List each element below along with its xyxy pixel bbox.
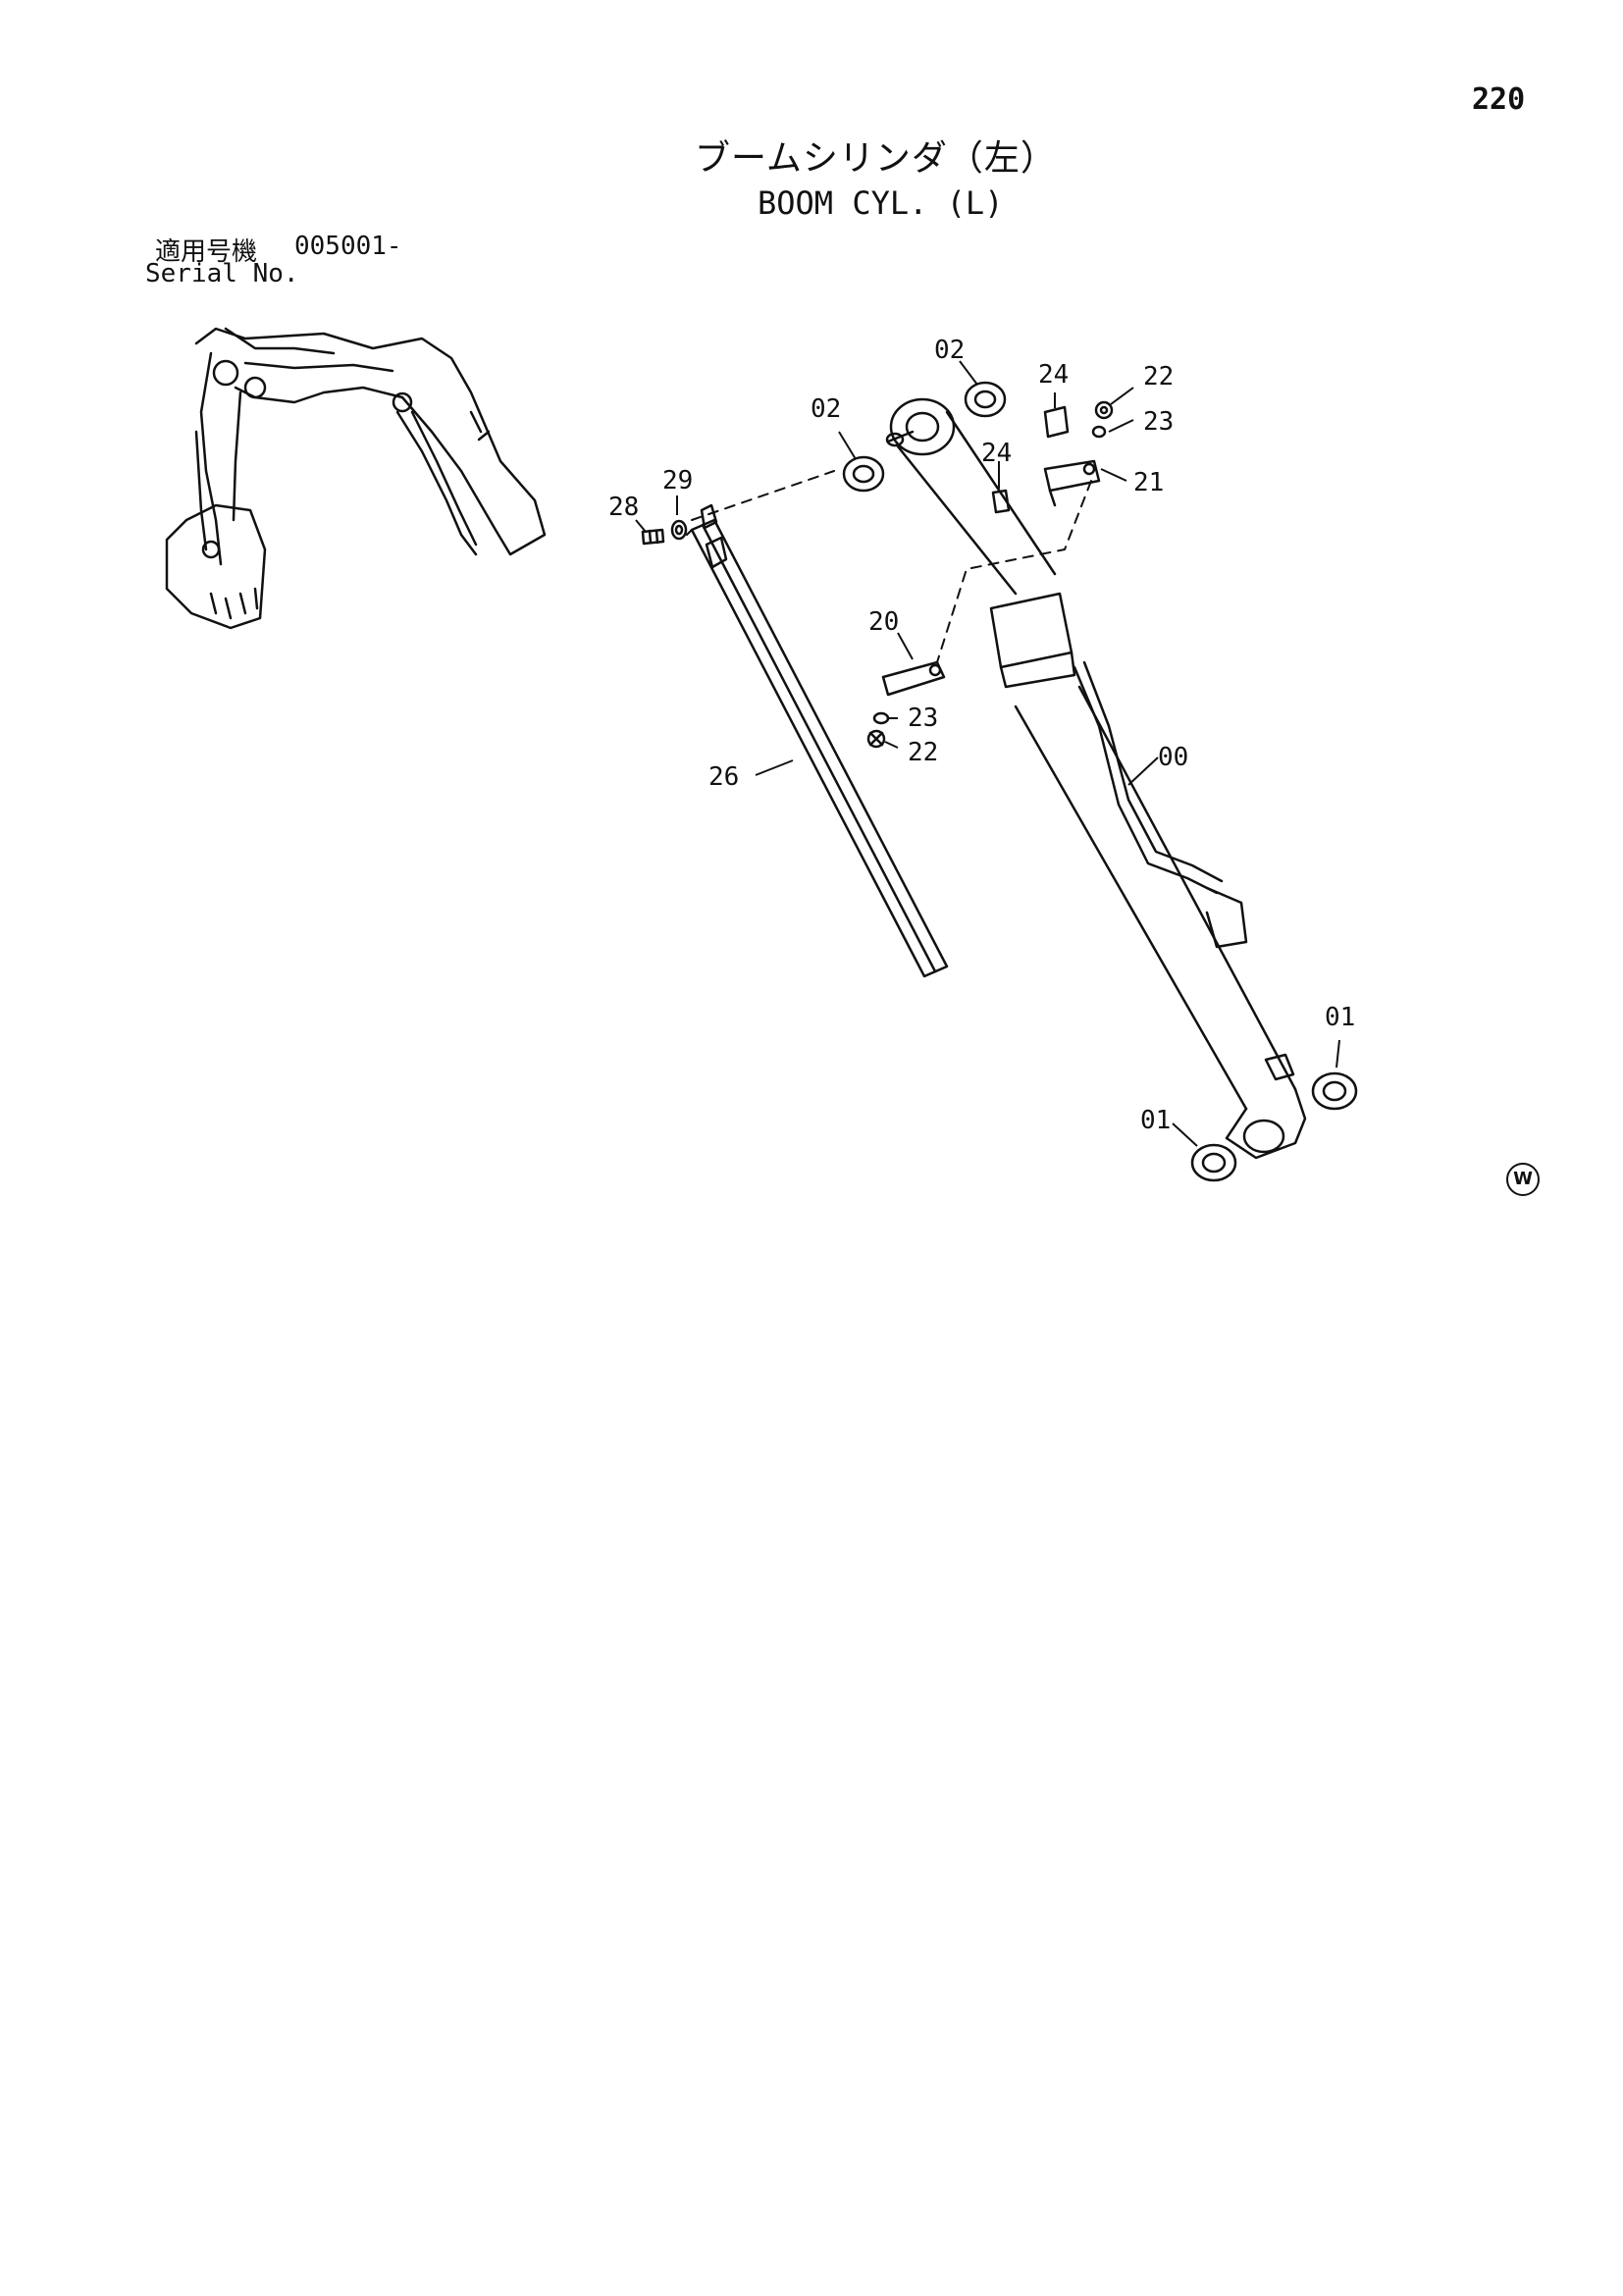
callout-28: 28	[608, 493, 639, 522]
leader-lines	[635, 360, 1340, 1147]
callout-24-lower: 24	[981, 439, 1012, 468]
assembly-lines	[686, 470, 1092, 663]
callout-02-left: 02	[811, 394, 841, 424]
excavator-location-sketch	[165, 327, 547, 630]
callout-21: 21	[1133, 468, 1164, 497]
callout-01-right: 01	[1325, 1003, 1355, 1032]
bolt-22-upper	[1094, 400, 1114, 420]
washer-29	[670, 519, 688, 541]
clamp-20	[881, 660, 946, 697]
spacer-24-upper	[1043, 405, 1070, 439]
cover-plate	[690, 503, 949, 978]
bushing-01-left	[1190, 1143, 1237, 1182]
callout-23-upper: 23	[1143, 407, 1174, 437]
page-title-english: BOOM CYL. (L)	[758, 184, 1004, 222]
washer-23-upper	[1091, 425, 1107, 439]
callout-22-lower: 22	[908, 738, 938, 767]
bushing-01-right	[1311, 1071, 1358, 1111]
callout-01-left: 01	[1140, 1106, 1171, 1135]
callout-00: 00	[1158, 743, 1188, 772]
serial-label-english: Serial No.	[145, 259, 299, 288]
bushing-02-left	[842, 455, 885, 493]
serial-number-value: 005001-	[294, 232, 402, 261]
callout-02-right: 02	[934, 336, 965, 365]
callout-22-upper: 22	[1143, 362, 1174, 391]
spacer-24-lower	[991, 489, 1011, 514]
bushing-02-right	[964, 381, 1007, 418]
callout-26: 26	[708, 762, 739, 792]
boom-cylinder	[889, 397, 1307, 1160]
serial-label-japanese: 適用号機	[155, 237, 258, 267]
clamp-21	[1043, 459, 1101, 507]
bolt-28	[641, 528, 665, 546]
callout-23-lower: 23	[908, 704, 938, 733]
page-number: 220	[1472, 82, 1526, 117]
callout-29: 29	[662, 466, 693, 496]
bolt-22-lower	[866, 729, 886, 749]
callout-24-upper: 24	[1038, 360, 1069, 390]
page-title-japanese: ブームシリンダ（左）	[695, 138, 1057, 179]
washer-23-lower	[872, 711, 890, 725]
revision-mark: W	[1506, 1163, 1540, 1196]
callout-20: 20	[868, 607, 899, 637]
